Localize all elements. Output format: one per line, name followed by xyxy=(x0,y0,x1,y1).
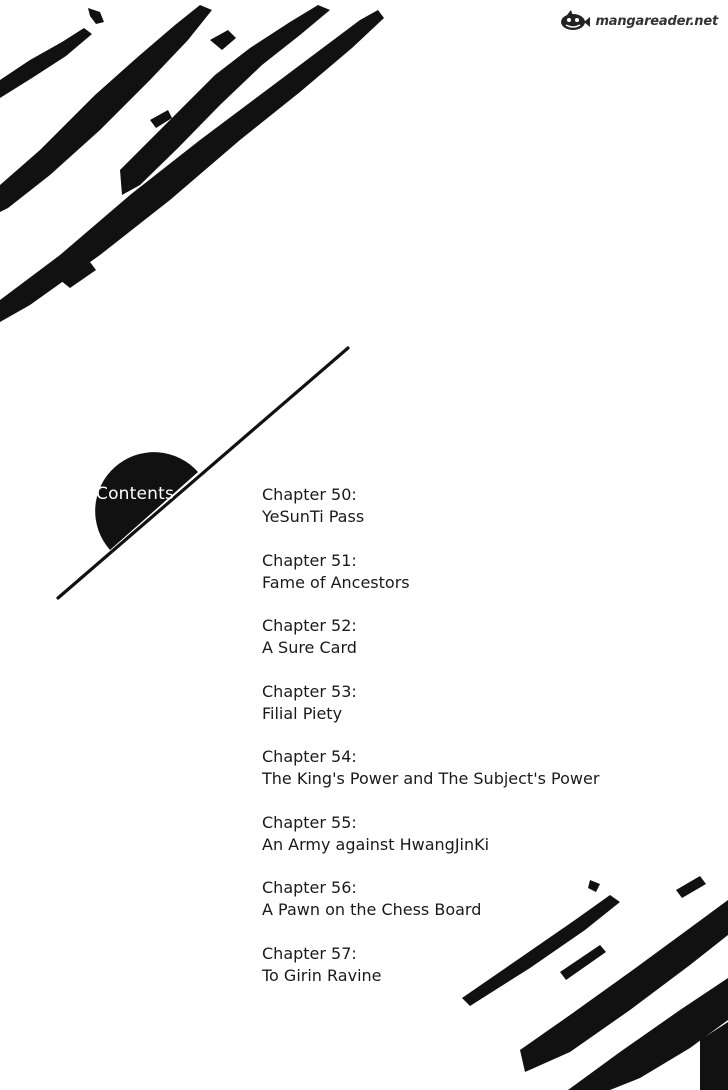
contents-half-circle xyxy=(95,452,198,550)
toc-entry: Chapter 52: A Sure Card xyxy=(262,615,702,681)
chapter-title: Fame of Ancestors xyxy=(262,572,410,592)
watermark-text: mangareader.net xyxy=(595,13,718,29)
contents-emblem xyxy=(56,346,350,600)
chapter-number: Chapter 55: xyxy=(262,812,357,832)
toc-entry: Chapter 56: A Pawn on the Chess Board xyxy=(262,877,702,943)
toc-entry: Chapter 55: An Army against HwangJinKi xyxy=(262,812,702,878)
chapter-number: Chapter 53: xyxy=(262,681,357,701)
table-of-contents: Chapter 50: YeSunTi Pass Chapter 51: Fam… xyxy=(262,484,702,1008)
toc-entry: Chapter 57: To Girin Ravine xyxy=(262,943,702,1009)
chapter-number: Chapter 56: xyxy=(262,878,357,897)
chapter-title: A Pawn on the Chess Board xyxy=(262,900,482,919)
toc-entry: Chapter 53: Filial Piety xyxy=(262,681,702,747)
toc-entry: Chapter 51: Fame of Ancestors xyxy=(262,550,702,616)
toc-entry: Chapter 50: YeSunTi Pass xyxy=(262,484,702,550)
watermark: mangareader.net xyxy=(557,8,718,34)
chapter-title: The King's Power and The Subject's Power xyxy=(262,769,600,788)
chapter-title: To Girin Ravine xyxy=(262,965,382,985)
chapter-number: Chapter 52: xyxy=(262,616,357,635)
diagonal-line xyxy=(56,346,350,600)
contents-heading: Contents xyxy=(96,484,175,504)
bottom-right-brush-strokes xyxy=(462,876,728,1090)
chapter-title: A Sure Card xyxy=(262,638,357,657)
chapter-number: Chapter 51: xyxy=(262,550,357,570)
top-left-brush-strokes xyxy=(0,5,384,322)
chapter-number: Chapter 57: xyxy=(262,943,357,963)
chapter-title: Filial Piety xyxy=(262,703,343,723)
chapter-title: YeSunTi Pass xyxy=(262,507,365,526)
chapter-number: Chapter 50: xyxy=(262,485,357,504)
toc-entry: Chapter 54: The King's Power and The Sub… xyxy=(262,746,702,812)
chapter-number: Chapter 54: xyxy=(262,747,357,766)
chapter-title: An Army against HwangJinKi xyxy=(262,834,490,854)
shark-mascot-icon xyxy=(561,10,591,30)
